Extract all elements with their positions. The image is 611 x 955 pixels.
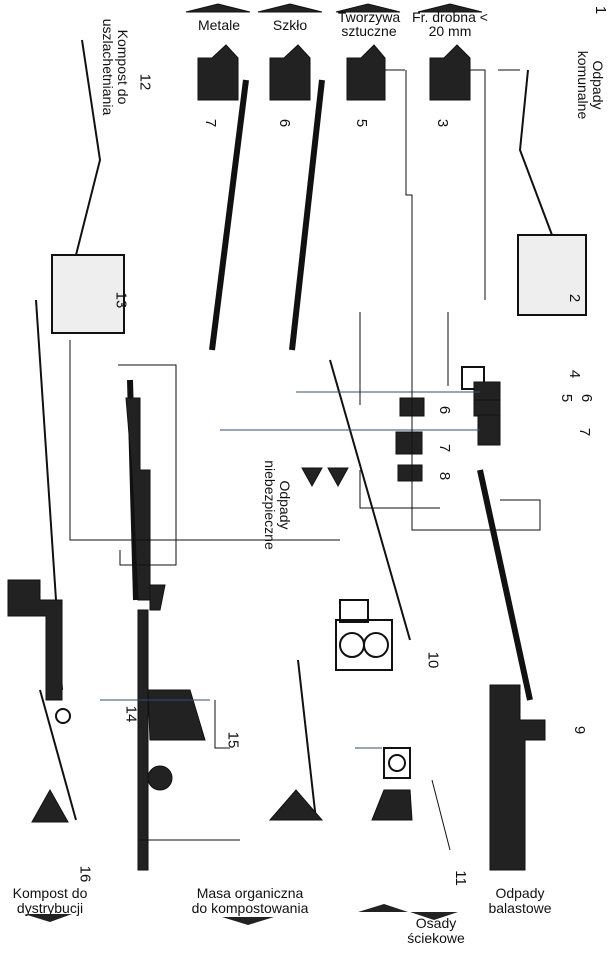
output-label-szklo: Szkło <box>272 17 308 33</box>
pile-sewage <box>371 789 413 821</box>
input-label: Odpady komunalne <box>575 50 606 120</box>
output-arrow-drobna <box>417 3 483 13</box>
number-12: 12 <box>136 73 154 91</box>
station-6 <box>473 399 501 417</box>
belt-upper-left <box>125 397 151 601</box>
number-5-tworzywa: 5 <box>353 118 371 128</box>
number-7b: 7 <box>436 443 454 453</box>
station-7 <box>477 414 501 446</box>
number-14: 14 <box>122 705 140 723</box>
bin-drobna <box>429 44 471 101</box>
bin-metale <box>197 44 239 101</box>
number-16: 16 <box>76 865 94 883</box>
hazardous-label: Odpady niebezpieczne <box>262 460 293 550</box>
bin-szklo <box>269 44 311 101</box>
conveyor-refine <box>75 39 102 256</box>
drum-screen-2 <box>517 234 587 316</box>
output-label-tworzywa: Tworzywa sztuczne <box>337 9 401 39</box>
number-11: 11 <box>451 870 469 886</box>
number-6-szklo: 6 <box>276 118 294 128</box>
conveyor-organic <box>329 359 411 641</box>
bin-tworzywa <box>346 44 386 101</box>
organic-label: Masa organiczna do kompostowania <box>191 885 309 916</box>
number-7: 7 <box>576 427 594 437</box>
number-13: 13 <box>112 291 130 309</box>
refine-label: Kompost do uszlachetniania <box>100 18 131 116</box>
conveyor-szklo <box>289 79 325 351</box>
output-label-drobna: Fr. drobna < 20 mm <box>412 9 488 39</box>
mill-10 <box>335 619 393 671</box>
compost-pile <box>268 789 324 821</box>
sewage-label: Osady ściekowe <box>407 915 465 946</box>
motor-14 <box>55 708 71 724</box>
number-3-drobna: 3 <box>434 118 452 128</box>
conveyor-ballast <box>477 469 533 701</box>
output-arrow-tworzywa <box>335 3 401 13</box>
number-8: 8 <box>436 471 454 481</box>
conveyor-final <box>39 689 77 821</box>
number-1: 1 <box>592 5 610 15</box>
ballast-conveyor-end <box>489 684 546 871</box>
output-arrow-metale <box>185 3 251 13</box>
separator-4 <box>461 366 485 390</box>
pump <box>147 765 173 791</box>
station-5 <box>473 381 501 401</box>
output-label-metale: Metale <box>197 17 241 33</box>
number-4: 4 <box>566 369 584 379</box>
number-10: 10 <box>424 651 442 669</box>
output-arrow-szklo <box>257 3 323 13</box>
conveyor-input <box>518 69 553 236</box>
distribution-pile <box>31 788 69 823</box>
conveyor-compost <box>297 659 317 821</box>
number-6b: 6 <box>436 405 454 415</box>
hazard-bins <box>301 467 349 488</box>
distribution-label: Kompost do dystrybucji <box>12 885 88 916</box>
number-2: 2 <box>566 293 584 303</box>
ballast-label: Odpady balastowe <box>488 885 552 916</box>
drum-screen-13 <box>51 254 125 334</box>
number-6: 6 <box>578 393 596 403</box>
number-9: 9 <box>571 725 589 735</box>
press-15 <box>147 689 206 741</box>
conveyor-metale <box>209 79 249 351</box>
number-5: 5 <box>558 393 576 403</box>
number-15: 15 <box>224 731 242 749</box>
number-7-metale: 7 <box>202 118 220 128</box>
